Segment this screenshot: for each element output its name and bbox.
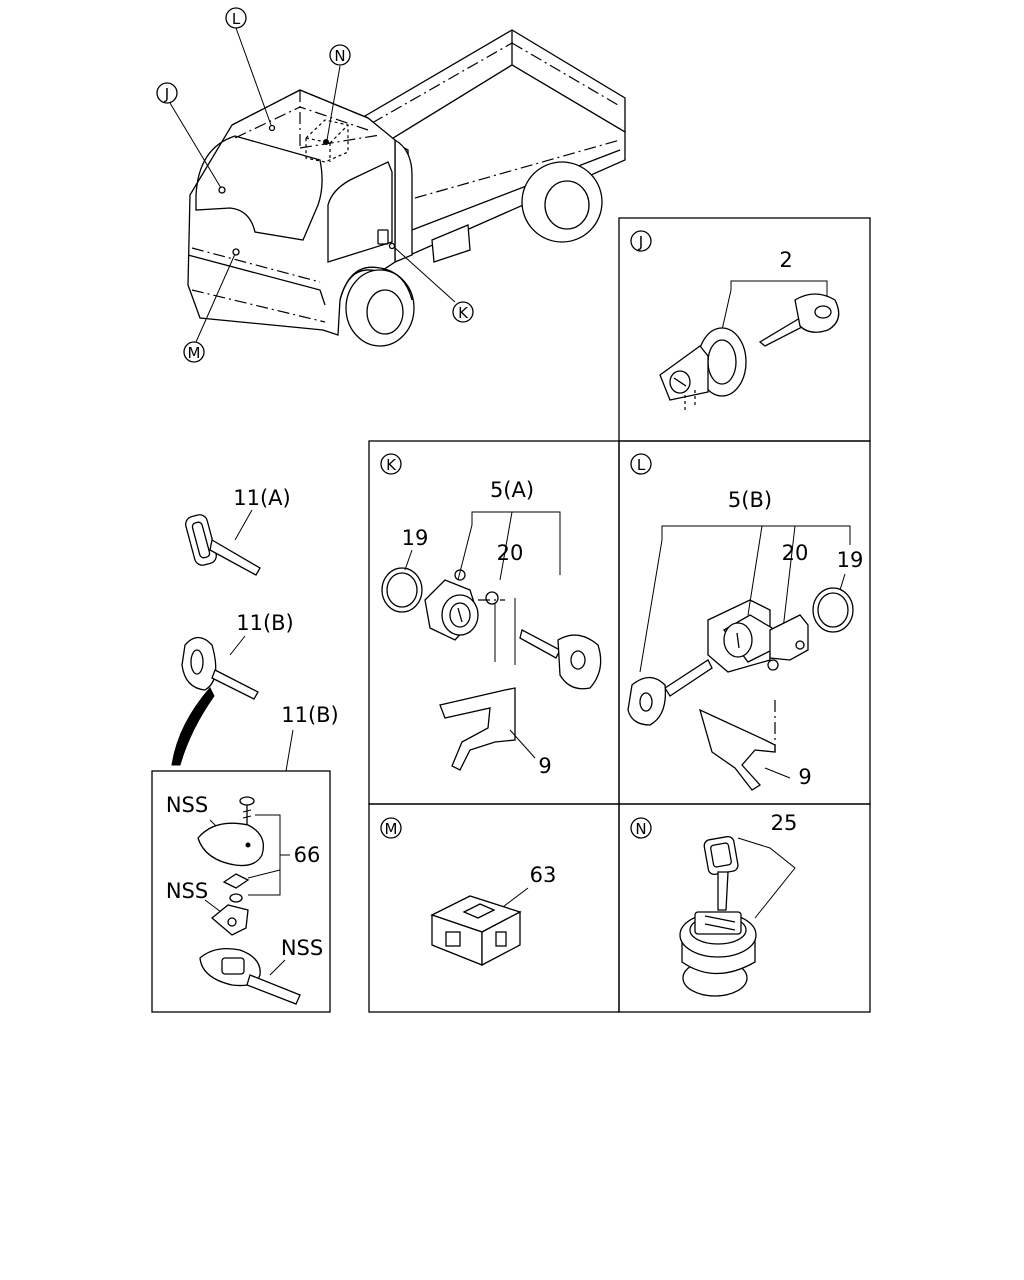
label-nss-3: NSS: [281, 936, 323, 960]
label-11B-panel: 11(B): [281, 703, 339, 727]
key-nss: [199, 947, 301, 1005]
label-20-L: 20: [782, 541, 809, 565]
panel-N-label: N: [630, 817, 652, 839]
key-11A: [185, 514, 261, 576]
truck-label-N: N: [329, 44, 351, 66]
panel-J: [618, 217, 871, 442]
label-19-K: 19: [402, 526, 429, 550]
washer: [222, 873, 250, 889]
truck-illustration: [169, 27, 626, 347]
svg-text:J: J: [164, 85, 169, 103]
key-11B: [181, 636, 259, 700]
panel-N: [618, 803, 871, 1013]
ignition-lock-cylinder: [659, 327, 747, 410]
label-20-K: 20: [497, 541, 524, 565]
fuel-cap: [679, 911, 757, 997]
truck-label-M: M: [183, 341, 205, 363]
truck-label-K: K: [452, 301, 474, 323]
panel-J-label: J: [630, 230, 652, 252]
panel-NSS: [151, 770, 331, 1013]
panel-M-label: M: [380, 817, 402, 839]
key-insert: [210, 904, 249, 936]
ignition-key: [758, 293, 840, 347]
door-lock-ring-K: [381, 567, 423, 613]
label-9-K: 9: [538, 754, 551, 778]
fuel-cap-key: [703, 835, 739, 911]
door-lock-cylinder-K: [424, 569, 516, 665]
svg-text:N: N: [635, 820, 646, 838]
lock-bracket-K: [439, 687, 516, 771]
label-5B: 5(B): [728, 488, 772, 512]
door-window: [327, 161, 393, 263]
arrow-to-nss-panel: [171, 687, 215, 766]
label-63: 63: [530, 863, 557, 887]
truck-label-J: J: [156, 82, 178, 104]
truck-label-L: L: [225, 7, 247, 29]
label-9-L: 9: [798, 765, 811, 789]
rear-wheel: [521, 161, 603, 243]
svg-text:M: M: [188, 344, 201, 362]
svg-text:M: M: [385, 820, 398, 838]
panel-L-label: L: [630, 453, 652, 475]
key-cover: [197, 822, 265, 867]
door-lock-ring-L: [812, 587, 854, 633]
svg-text:N: N: [334, 47, 345, 65]
label-66: 66: [294, 843, 321, 867]
door-key-K: [519, 629, 602, 690]
door-key-L: [627, 659, 713, 726]
battery: [229, 893, 243, 903]
label-11A: 11(A): [233, 486, 290, 510]
label-19-L: 19: [837, 548, 864, 572]
label-5A: 5(A): [490, 478, 534, 502]
door-lock-cylinder-L: [707, 599, 809, 673]
overhead-unit: [305, 119, 349, 163]
lock-bracket-L: [698, 708, 776, 791]
front-wheel: [345, 269, 415, 347]
svg-text:K: K: [458, 304, 469, 322]
control-module: [430, 895, 522, 967]
label-25: 25: [771, 811, 798, 835]
svg-text:K: K: [386, 456, 397, 474]
windshield: [195, 135, 323, 241]
label-nss-1: NSS: [166, 793, 208, 817]
label-2: 2: [779, 248, 792, 272]
label-11B-key: 11(B): [236, 611, 294, 635]
label-nss-2: NSS: [166, 879, 208, 903]
svg-text:L: L: [232, 10, 241, 28]
svg-text:J: J: [638, 233, 643, 251]
panel-K-label: K: [380, 453, 402, 475]
cab-body: [187, 89, 396, 336]
svg-text:L: L: [637, 456, 646, 474]
